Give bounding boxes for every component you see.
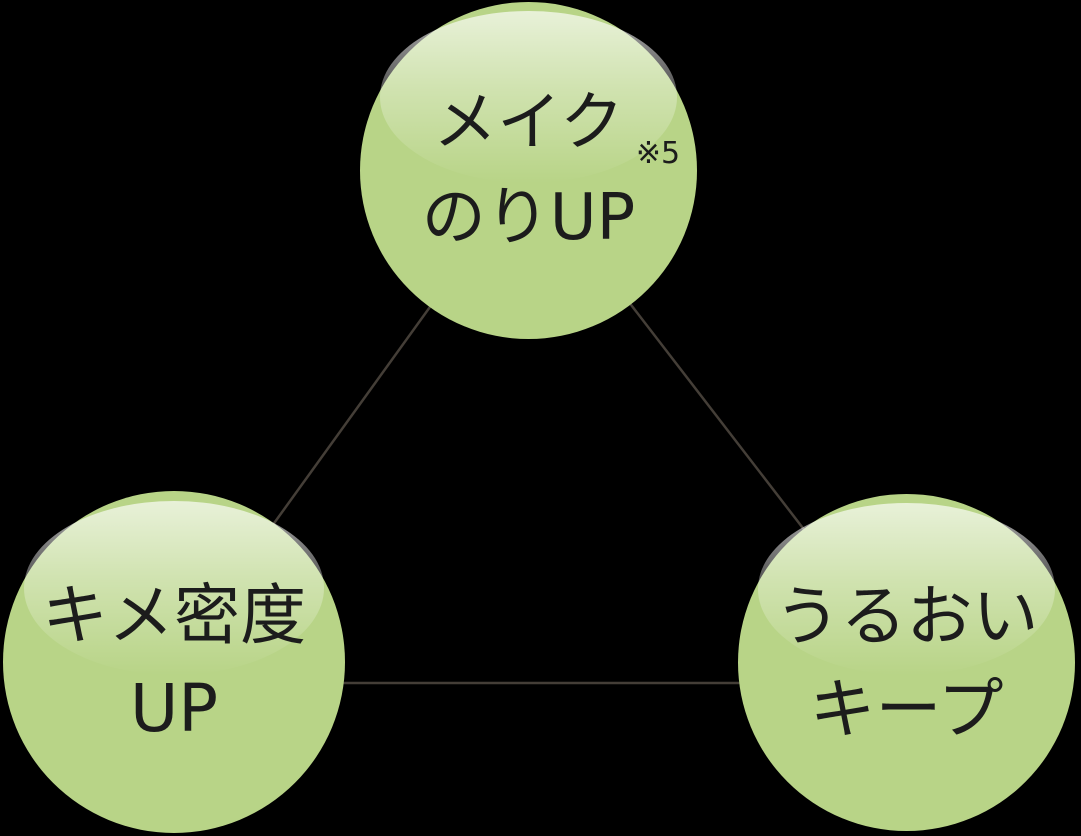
node-text-line2: キープ xyxy=(809,670,1004,748)
node-label: メイク ※5 のりUP xyxy=(421,76,680,266)
node-text-line2: UP xyxy=(129,670,219,747)
node-text-line1: キメ密度 xyxy=(42,577,306,654)
node-text-line1: メイク ※5 xyxy=(433,76,680,171)
node-circle-uruoi-keep: うるおい キープ xyxy=(738,494,1075,831)
node-text-line1: うるおい xyxy=(774,577,1039,655)
node-text: メイク xyxy=(433,85,624,160)
node-circle-kime-mitsudo-up: キメ密度 UP xyxy=(3,491,345,833)
node-circle-makeup-nori-up: メイク ※5 のりUP xyxy=(360,2,697,339)
footnote-marker: ※5 xyxy=(635,135,681,171)
node-text-line2: のりUP xyxy=(421,180,636,255)
node-label: キメ密度 UP xyxy=(42,569,306,755)
node-label: うるおい キープ xyxy=(775,570,1039,756)
